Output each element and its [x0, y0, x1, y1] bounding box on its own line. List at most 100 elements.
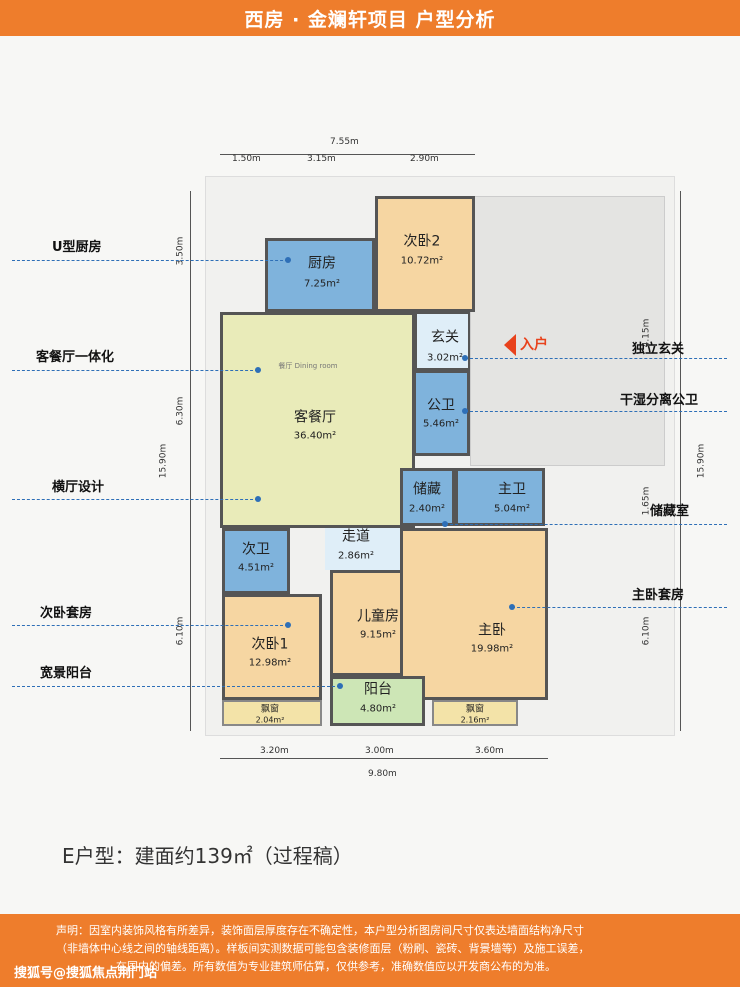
area-bay-window-2: 2.16m² [460, 715, 490, 725]
label-kids: 儿童房 [357, 608, 399, 625]
callout-line-storage-room [445, 524, 727, 525]
area-public-bath: 5.46m² [422, 418, 460, 430]
label-master-bath: 主卫 [498, 481, 526, 498]
callout-dot-independent-foyer [462, 355, 468, 361]
room-master [400, 528, 548, 700]
label-storage: 储藏 [413, 481, 441, 498]
callout-line-wide-balcony [12, 686, 340, 687]
label-bay-window-2: 飘窗 [465, 704, 485, 715]
dim-top-total: 7.55m [330, 137, 359, 147]
callout-independent-foyer: 独立玄关 [632, 342, 685, 357]
area-kitchen: 7.25m² [303, 278, 341, 290]
callout-line-u-kitchen [12, 260, 288, 261]
area-kids: 9.15m² [359, 629, 397, 641]
callout-dot-master-suite [509, 604, 515, 610]
area-bed2: 10.72m² [400, 255, 444, 267]
callout-living-dining: 客餐厅一体化 [36, 350, 115, 365]
disclaimer-line-2: （非墙体中心线之间的轴线距离）。样板间实测数据可能包含装修面层（粉刷、瓷砖、背景… [56, 942, 590, 955]
floor-plan: 厨房 7.25m² 次卧2 10.72m² 玄关 3.02m² 客餐厅 36.4… [0, 36, 740, 816]
area-storage: 2.40m² [408, 503, 446, 515]
callout-line-horizontal-hall [12, 499, 258, 500]
source-watermark: 搜狐号@搜狐焦点荆门站 [14, 966, 158, 981]
unit-caption: E户型：建面约139㎡（过程稿） [62, 844, 353, 868]
callout-second-suite: 次卧套房 [40, 606, 93, 621]
dim-top-a: 1.50m [232, 154, 261, 164]
label-bay-window-1: 飘窗 [260, 704, 280, 715]
area-living: 36.40m² [293, 430, 337, 442]
room-corridor [325, 528, 400, 570]
room-living [220, 312, 415, 528]
callout-line-master-suite [512, 607, 727, 608]
room-bed1 [222, 594, 322, 700]
callout-dot-wet-dry-bath [462, 408, 468, 414]
callout-dot-living-dining [255, 367, 261, 373]
callout-line-living-dining [12, 370, 258, 371]
area-master-bath: 5.04m² [493, 503, 531, 515]
room-kitchen [265, 238, 375, 312]
area-balcony: 4.80m² [359, 703, 397, 715]
room-bay-window-2 [432, 700, 518, 726]
dim-bottom-c: 3.60m [475, 746, 504, 756]
label-master: 主卧 [478, 622, 506, 639]
callout-wide-balcony: 宽景阳台 [40, 666, 93, 681]
area-second-bath: 4.51m² [237, 562, 275, 574]
room-public-bath [413, 370, 470, 456]
callout-line-independent-foyer [465, 358, 727, 359]
callout-storage-room: 储藏室 [650, 504, 690, 519]
callout-dot-u-kitchen [285, 257, 291, 263]
dim-top-b: 3.15m [307, 154, 336, 164]
terrace-right [470, 196, 665, 466]
label-foyer: 玄关 [431, 329, 459, 346]
area-bay-window-1: 2.04m² [255, 715, 285, 725]
label-public-bath: 公卫 [427, 397, 455, 414]
label-bed1: 次卧1 [251, 636, 289, 653]
room-foyer [415, 312, 470, 370]
dim-line-right [680, 191, 681, 731]
disclaimer-footer: 声明：因室内装饰风格有所差异，装饰面层厚度存在不确定性，本户型分析图房间尺寸仅表… [0, 914, 740, 987]
area-corridor: 2.86m² [337, 550, 375, 562]
label-corridor: 走道 [342, 528, 370, 545]
callout-dot-wide-balcony [337, 683, 343, 689]
dim-right-c: 6.10m [641, 616, 652, 646]
room-storage [400, 468, 455, 526]
dim-line-bottom [220, 758, 548, 759]
disclaimer-line-1: 声明：因室内装饰风格有所差异，装饰面层厚度存在不确定性，本户型分析图房间尺寸仅表… [56, 924, 584, 937]
callout-dot-second-suite [285, 622, 291, 628]
area-foyer: 3.02m² [426, 352, 464, 364]
entry-arrow-icon [504, 334, 516, 356]
dim-left-bottom: 6.10m [175, 616, 186, 646]
callout-horizontal-hall: 横厅设计 [52, 480, 105, 495]
area-bed1: 12.98m² [248, 657, 292, 669]
dim-left-mid: 6.30m [175, 396, 186, 426]
room-bed2 [375, 196, 475, 312]
callout-dot-horizontal-hall [255, 496, 261, 502]
callout-wet-dry-bath: 干湿分离公卫 [620, 393, 699, 408]
dim-line-top [220, 154, 475, 155]
label-dining-sub: 餐厅 Dining room [278, 362, 338, 370]
room-balcony [330, 676, 425, 726]
room-second-bath [222, 528, 290, 594]
dim-line-left [190, 191, 191, 731]
area-master: 19.98m² [470, 643, 514, 655]
dim-top-c: 2.90m [410, 154, 439, 164]
disclaimer-line-3: 在国内的偏差。所有数值为专业建筑师估算，仅供参考，准确数值应以开发商公布的为准。 [116, 960, 556, 973]
label-kitchen: 厨房 [308, 255, 336, 272]
callout-dot-storage-room [442, 521, 448, 527]
entry-label: 入户 [520, 337, 548, 353]
dim-left-top: 3.50m [175, 236, 186, 266]
callout-u-kitchen: U型厨房 [52, 240, 102, 255]
label-balcony: 阳台 [364, 681, 392, 698]
page-title: 西房 · 金斓轩项目 户型分析 [244, 8, 496, 31]
dim-bottom-a: 3.20m [260, 746, 289, 756]
dim-left-total: 15.90m [158, 443, 169, 479]
dim-bottom-total: 9.80m [368, 769, 397, 779]
label-second-bath: 次卫 [242, 541, 270, 558]
callout-line-wet-dry-bath [465, 411, 727, 412]
label-bed2: 次卧2 [403, 233, 441, 250]
dim-bottom-b: 3.00m [365, 746, 394, 756]
dim-right-total: 15.90m [696, 443, 707, 479]
callout-line-second-suite [12, 625, 288, 626]
label-living: 客餐厅 [294, 409, 336, 426]
callout-master-suite: 主卧套房 [632, 588, 685, 603]
page-header: 西房 · 金斓轩项目 户型分析 [0, 0, 740, 36]
